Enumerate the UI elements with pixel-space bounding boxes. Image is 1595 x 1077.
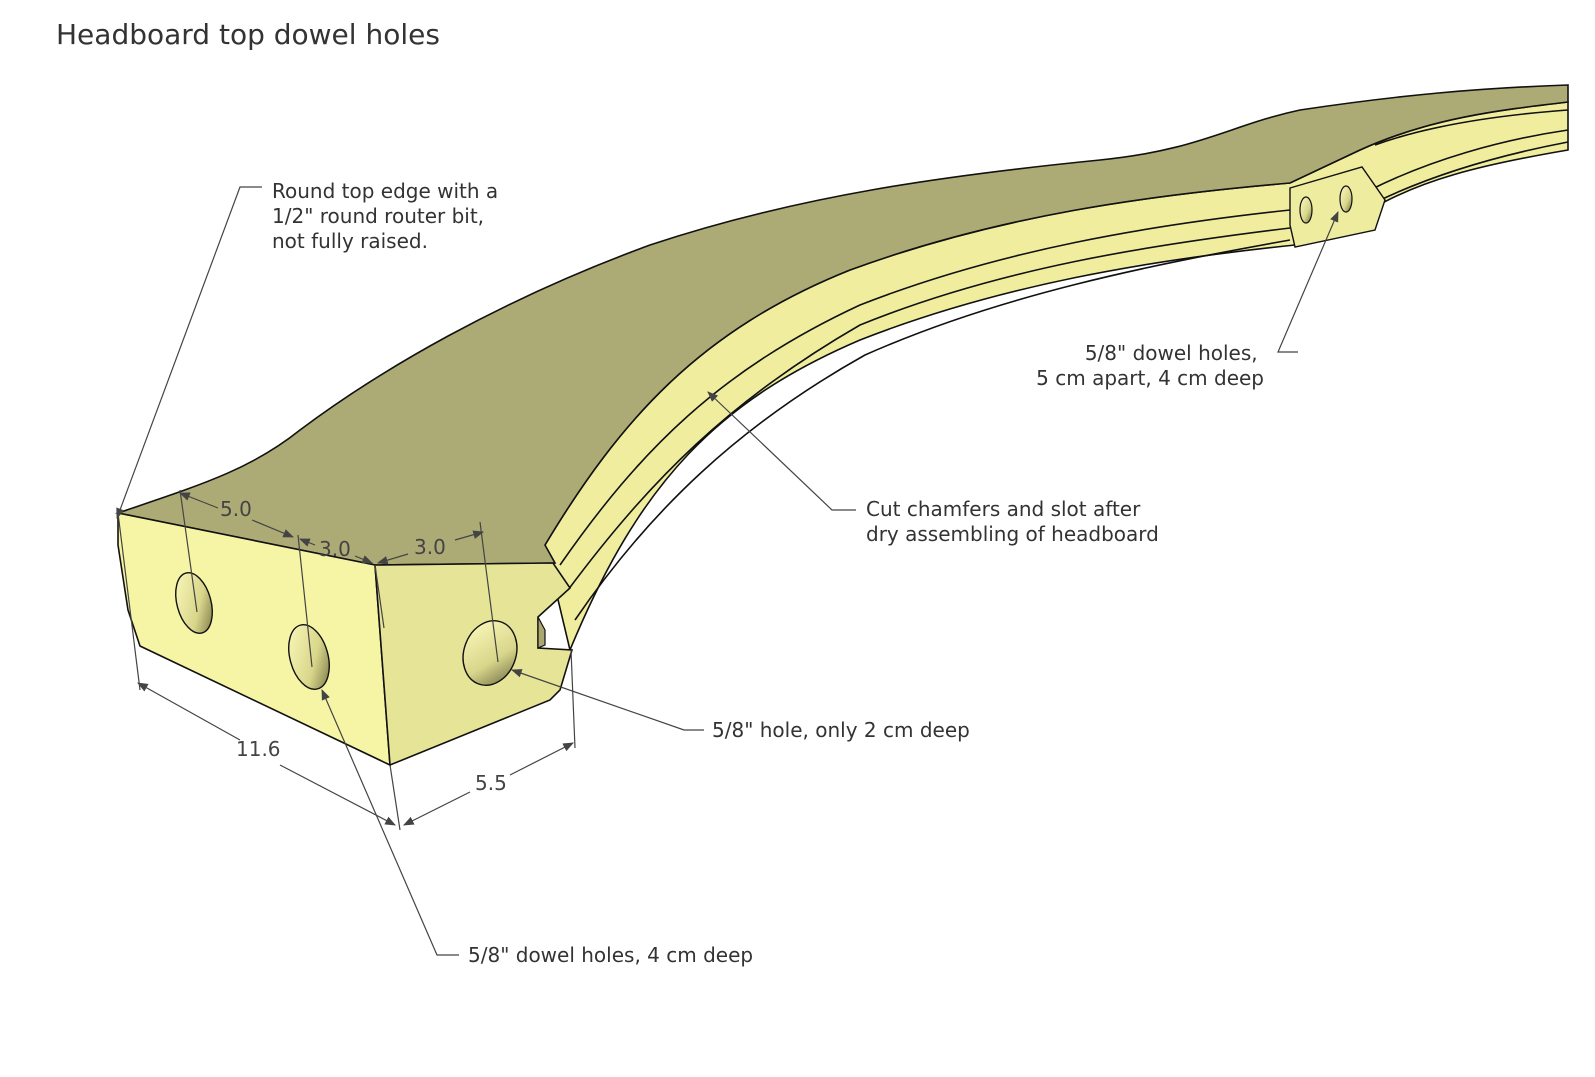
note-front-dowel-holes: 5/8" dowel holes, 4 cm deep [468, 943, 753, 967]
end-dowel-hole-1 [1299, 196, 1313, 224]
end-dowel-hole-2 [1339, 185, 1353, 213]
end-joint-face [1289, 166, 1386, 248]
dim-width: 11.6 [236, 737, 281, 761]
dowel-hole-1 [175, 572, 213, 634]
leader-lines [116, 186, 1339, 956]
dim-depth: 5.5 [475, 771, 507, 795]
shallow-hole [462, 620, 518, 686]
dim-3-0-left: 3.0 [319, 537, 351, 561]
chamfer-line [559, 209, 1291, 566]
slot-line-top [567, 129, 1569, 591]
note-single-hole: 5/8" hole, only 2 cm deep [712, 718, 970, 742]
top-surface [114, 84, 1569, 566]
note-chamfers: Cut chamfers and slot after dry assembli… [866, 497, 1159, 546]
note-round-edge: Round top edge with a 1/2" round router … [272, 179, 505, 253]
slot-line-bottom [574, 141, 1569, 621]
dimension-lines [117, 489, 576, 831]
slot-notch [537, 616, 546, 649]
dim-5-0: 5.0 [220, 497, 252, 521]
dowel-hole-2 [288, 624, 330, 690]
drawing-title: Headboard top dowel holes [56, 18, 440, 51]
chamfer-line-upper [1374, 109, 1569, 146]
note-end-dowel-holes: 5/8" dowel holes, 5 cm apart, 4 cm deep [1036, 341, 1264, 390]
dim-3-0-right: 3.0 [414, 535, 446, 559]
